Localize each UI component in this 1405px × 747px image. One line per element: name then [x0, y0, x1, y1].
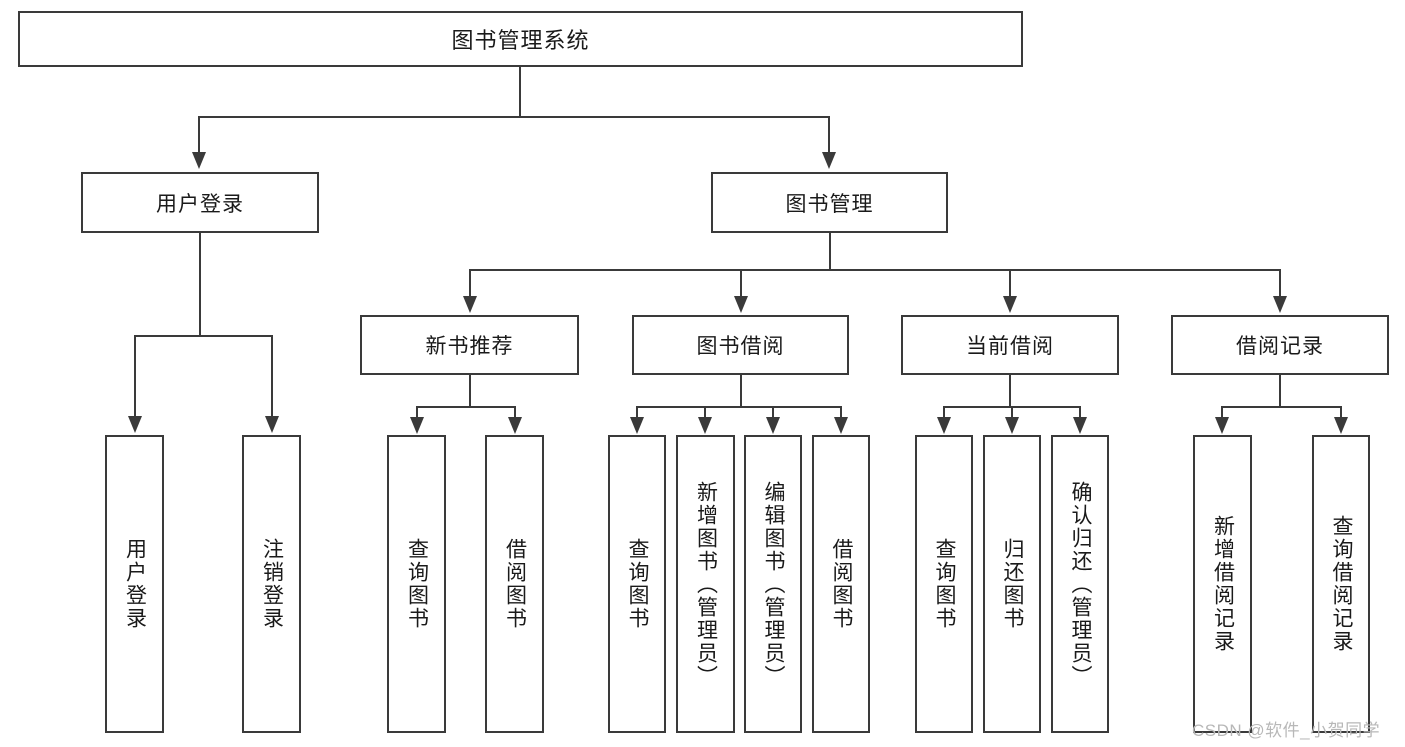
connector-user-bus — [134, 335, 272, 337]
leaf-query-book-recommend-label: 查询图书 — [405, 538, 429, 630]
leaf-return-book[interactable]: 归还图书 — [983, 435, 1041, 733]
connector-bookborrow-stem — [740, 375, 742, 407]
leaf-add-book-admin[interactable]: 新增图书（管理员） — [676, 435, 735, 733]
connector-user-to-leaf1 — [134, 335, 136, 417]
leaf-user-login-label: 用户登录 — [123, 538, 147, 630]
connector-newbook-to-leaf1 — [416, 406, 418, 418]
connector-currentborrow-to-leaf2 — [1011, 406, 1013, 418]
connector-user-stem — [199, 233, 201, 336]
leaf-borrow-book[interactable]: 借阅图书 — [812, 435, 870, 733]
connector-bookborrow-to-leaf4 — [840, 406, 842, 418]
node-book-borrow[interactable]: 图书借阅 — [632, 315, 849, 375]
connector-newbook-stem — [469, 375, 471, 407]
arrowhead-bookmgmt-to-record — [1273, 296, 1287, 313]
leaf-query-book-recommend[interactable]: 查询图书 — [387, 435, 446, 733]
connector-bookmgmt-to-current — [1009, 269, 1011, 297]
connector-root-bus — [198, 116, 830, 118]
leaf-borrow-book-recommend-label: 借阅图书 — [503, 538, 527, 630]
leaf-add-book-admin-label: 新增图书（管理员） — [694, 480, 718, 688]
connector-newbook-bus — [416, 406, 514, 408]
arrowhead-borrowrecord-to-leaf2 — [1334, 417, 1348, 434]
csdn-watermark: CSDN @软件_小贺同学 — [1192, 721, 1381, 740]
node-book-management-label: 图书管理 — [785, 192, 874, 216]
arrowhead-bookborrow-to-leaf1 — [630, 417, 644, 434]
arrowhead-root-to-user — [192, 152, 206, 169]
node-new-book-recommend[interactable]: 新书推荐 — [360, 315, 579, 375]
node-user-login-label: 用户登录 — [156, 192, 244, 216]
node-borrow-record[interactable]: 借阅记录 — [1171, 315, 1389, 375]
arrowhead-bookmgmt-to-borrow — [734, 296, 748, 313]
arrowhead-currentborrow-to-leaf2 — [1005, 417, 1019, 434]
connector-bookmgmt-to-borrow — [740, 269, 742, 297]
connector-newbook-to-leaf2 — [514, 406, 516, 418]
connector-borrowrecord-to-leaf1 — [1221, 406, 1223, 418]
connector-currentborrow-stem — [1009, 375, 1011, 407]
leaf-confirm-return-admin-label: 确认归还（管理员） — [1069, 480, 1093, 688]
arrowhead-bookborrow-to-leaf4 — [834, 417, 848, 434]
leaf-add-borrow-record[interactable]: 新增借阅记录 — [1193, 435, 1252, 733]
arrowhead-bookmgmt-to-new — [463, 296, 477, 313]
connector-currentborrow-to-leaf3 — [1079, 406, 1081, 418]
arrowhead-bookmgmt-to-current — [1003, 296, 1017, 313]
arrowhead-currentborrow-to-leaf3 — [1073, 417, 1087, 434]
connector-bookmgmt-stem — [829, 233, 831, 270]
leaf-query-book-current[interactable]: 查询图书 — [915, 435, 973, 733]
leaf-query-book-borrow[interactable]: 查询图书 — [608, 435, 666, 733]
leaf-query-borrow-record[interactable]: 查询借阅记录 — [1312, 435, 1370, 733]
connector-borrowrecord-bus — [1221, 406, 1341, 408]
leaf-logout-label: 注销登录 — [260, 538, 284, 630]
connector-bookborrow-to-leaf3 — [772, 406, 774, 418]
node-user-login[interactable]: 用户登录 — [81, 172, 319, 233]
connector-currentborrow-to-leaf1 — [943, 406, 945, 418]
leaf-return-book-label: 归还图书 — [1001, 538, 1025, 630]
connector-borrowrecord-stem — [1279, 375, 1281, 407]
connector-root-to-user — [198, 116, 200, 154]
connector-user-to-leaf2 — [271, 335, 273, 417]
node-current-borrow[interactable]: 当前借阅 — [901, 315, 1119, 375]
leaf-user-login[interactable]: 用户登录 — [105, 435, 164, 733]
node-current-borrow-label: 当前借阅 — [966, 335, 1054, 358]
connector-bookborrow-to-leaf2 — [704, 406, 706, 418]
leaf-query-book-current-label: 查询图书 — [933, 538, 957, 630]
leaf-borrow-book-label: 借阅图书 — [830, 538, 854, 630]
connector-root-to-book — [828, 116, 830, 154]
connector-borrowrecord-to-leaf2 — [1340, 406, 1342, 418]
node-book-borrow-label: 图书借阅 — [696, 335, 785, 358]
arrowhead-bookborrow-to-leaf3 — [766, 417, 780, 434]
connector-bookmgmt-to-record — [1279, 269, 1281, 297]
connector-bookborrow-to-leaf1 — [636, 406, 638, 418]
arrowhead-user-to-leaf2 — [265, 416, 279, 433]
leaf-edit-book-admin-label: 编辑图书（管理员） — [762, 480, 786, 688]
node-root-label: 图书管理系统 — [451, 28, 590, 53]
node-root[interactable]: 图书管理系统 — [18, 11, 1023, 67]
arrowhead-borrowrecord-to-leaf1 — [1215, 417, 1229, 434]
connector-bookborrow-bus — [636, 406, 840, 408]
arrowhead-newbook-to-leaf2 — [508, 417, 522, 434]
arrowhead-root-to-book — [822, 152, 836, 169]
node-borrow-record-label: 借阅记录 — [1236, 335, 1324, 358]
leaf-confirm-return-admin[interactable]: 确认归还（管理员） — [1051, 435, 1109, 733]
arrowhead-newbook-to-leaf1 — [410, 417, 424, 434]
node-new-book-recommend-label: 新书推荐 — [425, 335, 514, 358]
connector-bookmgmt-bus — [469, 269, 1281, 271]
leaf-query-book-borrow-label: 查询图书 — [626, 538, 650, 630]
leaf-edit-book-admin[interactable]: 编辑图书（管理员） — [744, 435, 802, 733]
leaf-logout[interactable]: 注销登录 — [242, 435, 301, 733]
node-book-management[interactable]: 图书管理 — [711, 172, 948, 233]
arrowhead-bookborrow-to-leaf2 — [698, 417, 712, 434]
arrowhead-user-to-leaf1 — [128, 416, 142, 433]
leaf-add-borrow-record-label: 新增借阅记录 — [1211, 515, 1235, 653]
leaf-borrow-book-recommend[interactable]: 借阅图书 — [485, 435, 544, 733]
leaf-query-borrow-record-label: 查询借阅记录 — [1330, 515, 1354, 653]
arrowhead-currentborrow-to-leaf1 — [937, 417, 951, 434]
connector-root-stem — [519, 67, 521, 117]
connector-bookmgmt-to-new — [469, 269, 471, 297]
